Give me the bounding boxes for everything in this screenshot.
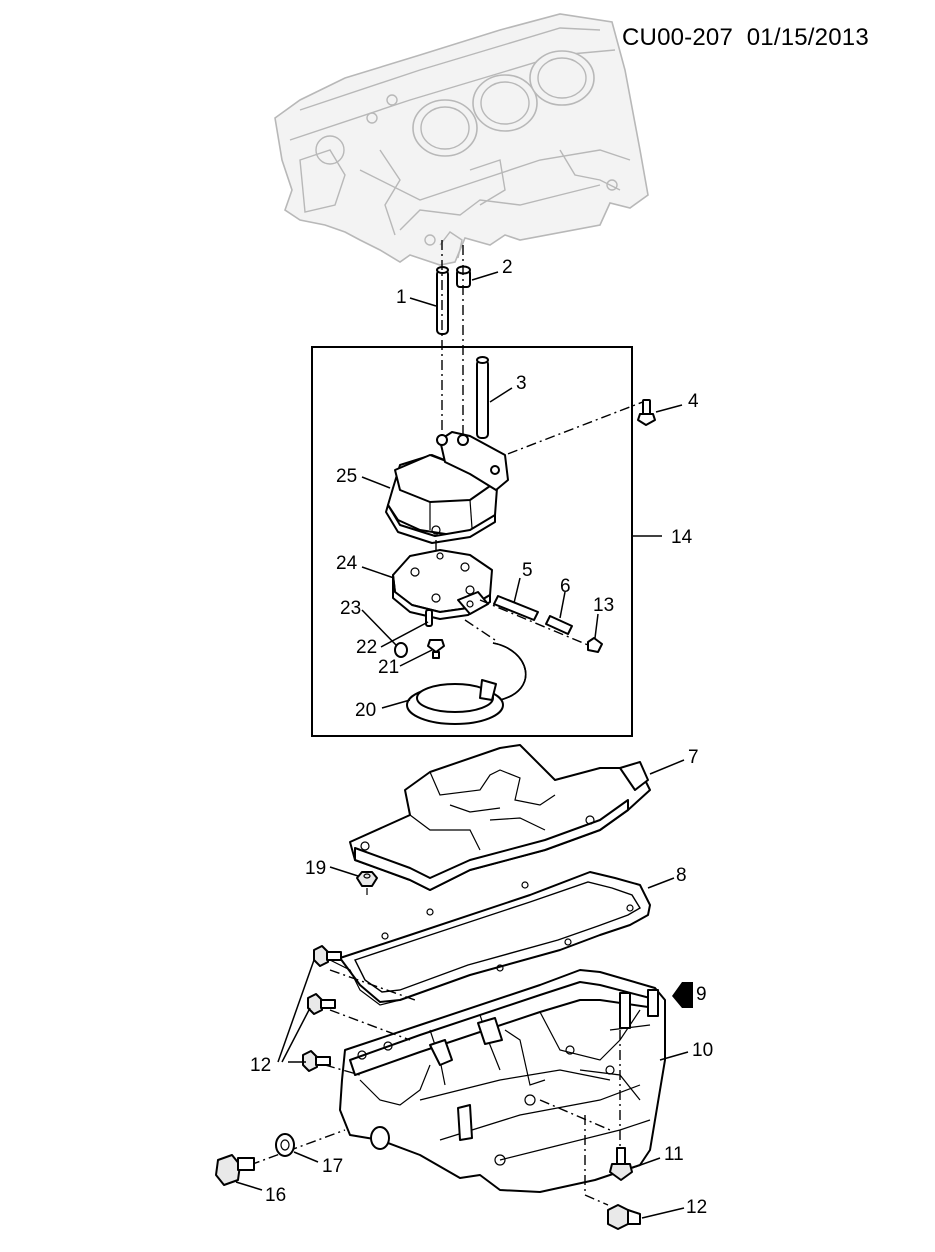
part-2-sleeve (456, 265, 471, 288)
part-6-sleeve (545, 615, 573, 635)
part-24-cover-plate (392, 549, 493, 620)
part-19-nut (356, 871, 378, 895)
part-12-bolt-bottom (607, 1204, 641, 1230)
callout-13: 13 (593, 595, 614, 616)
part-21-screw (427, 639, 445, 659)
callout-8: 8 (676, 865, 687, 886)
part-13-cap (587, 637, 603, 653)
callout-25: 25 (336, 466, 357, 487)
document-code-line: CU00-207 01/15/2013 (622, 24, 869, 52)
part-3-tube (476, 356, 489, 439)
part-5-pin (493, 595, 539, 621)
callout-24: 24 (336, 553, 358, 574)
part-12-bolt-middle (307, 993, 336, 1015)
callout-12-upper: 12 (250, 1055, 271, 1076)
callout-6: 6 (560, 576, 571, 597)
view-arrow-icon (672, 982, 693, 1008)
part-23-plug (394, 642, 408, 658)
engine-block (274, 13, 649, 266)
callout-1: 1 (396, 287, 407, 308)
part-25-pump-body (385, 431, 509, 544)
part-11-bolt (609, 1147, 633, 1181)
callout-7: 7 (688, 747, 699, 768)
callout-10: 10 (692, 1040, 713, 1061)
callout-19: 19 (305, 858, 326, 879)
callout-14: 14 (671, 527, 693, 548)
callout-21: 21 (378, 657, 399, 678)
part-12-bolt-lower (302, 1050, 331, 1072)
part-22-pin (425, 609, 433, 627)
assembly-frame (311, 346, 633, 737)
part-20-strainer (406, 642, 527, 725)
part-16-drain-plug (215, 1154, 255, 1186)
part-17-washer (275, 1133, 295, 1157)
callout-22: 22 (356, 637, 377, 658)
callout-9: 9 (696, 984, 707, 1005)
callout-16: 16 (265, 1185, 286, 1206)
document-code: CU00-207 (622, 24, 733, 51)
document-date: 01/15/2013 (746, 24, 869, 51)
callout-2: 2 (502, 257, 513, 278)
callout-5: 5 (522, 560, 533, 581)
callout-11: 11 (664, 1144, 684, 1165)
callout-3: 3 (516, 373, 527, 394)
part-7-baffle (349, 744, 651, 891)
part-10-oil-pan (339, 969, 666, 1193)
part-4-bolt (637, 399, 656, 426)
callout-4: 4 (688, 391, 699, 412)
callout-23: 23 (340, 598, 361, 619)
callout-12-lower: 12 (686, 1197, 707, 1218)
part-8-gasket (329, 871, 651, 1006)
callout-17: 17 (322, 1156, 343, 1177)
callout-20: 20 (355, 700, 376, 721)
